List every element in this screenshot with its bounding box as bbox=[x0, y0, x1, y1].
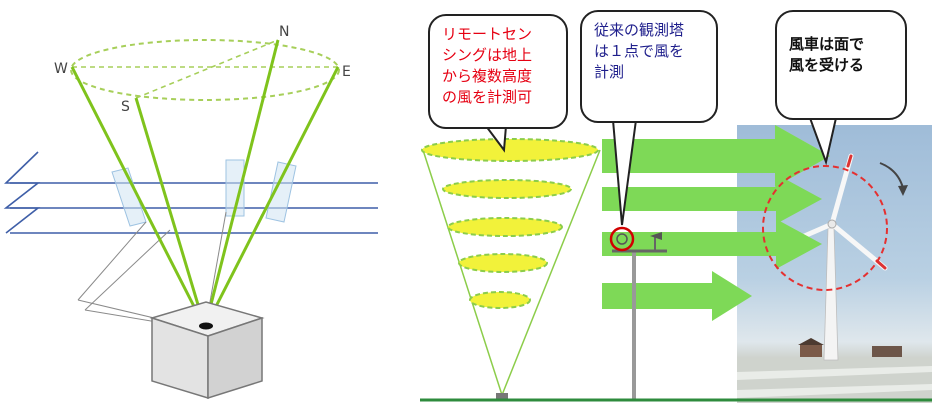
anemometer-icon bbox=[616, 233, 628, 245]
lidar-lens bbox=[199, 322, 213, 330]
rotation-arrow-icon bbox=[879, 162, 904, 189]
lidar-beams bbox=[70, 39, 340, 329]
measurement-point-marker bbox=[609, 226, 635, 252]
altitude-ellipse-1 bbox=[421, 138, 599, 162]
wind-arrow-1 bbox=[602, 125, 830, 187]
altitude-ellipse-5 bbox=[469, 291, 531, 309]
lidar-scan-diagram: N E S W bbox=[3, 24, 378, 400]
beam-east bbox=[203, 66, 340, 329]
lidar-device bbox=[149, 301, 265, 400]
probe-volumes bbox=[111, 159, 297, 227]
remote-sensing-line-2: シングは地上 bbox=[442, 46, 533, 64]
turbine-photo-details bbox=[737, 153, 932, 403]
wind-arrow-4 bbox=[602, 271, 752, 321]
compass-east-label: E bbox=[342, 64, 351, 80]
probe-volume-3 bbox=[265, 161, 297, 223]
met-mast bbox=[609, 226, 667, 399]
turbine-line-2: 風を受ける bbox=[789, 56, 865, 74]
met-mast-line-3: 計測 bbox=[594, 63, 625, 81]
compass-west-label: W bbox=[54, 61, 68, 77]
compass-north-label: N bbox=[279, 24, 289, 40]
met-mast-line-2: は１点で風を bbox=[594, 42, 685, 60]
remote-sensing-line-1: リモートセン bbox=[442, 25, 533, 43]
met-mast-line-1: 従来の観測塔 bbox=[594, 21, 685, 39]
wind-arrow-2 bbox=[602, 174, 822, 224]
altitude-ellipse-4 bbox=[458, 253, 548, 273]
layer-zigzag bbox=[3, 151, 41, 234]
sensor-base bbox=[496, 393, 508, 401]
compass-south-label: S bbox=[121, 99, 130, 115]
wind-arrows bbox=[602, 125, 830, 321]
altitude-ellipse-3 bbox=[447, 217, 563, 237]
altitude-ellipse-2 bbox=[442, 179, 572, 199]
probe-volume-2 bbox=[225, 159, 245, 217]
met-mast-bubble: 従来の観測塔 は１点で風を 計測 bbox=[580, 10, 718, 123]
scan-diameter-ns bbox=[135, 39, 279, 99]
wind-vane-icon bbox=[650, 232, 662, 240]
measurement-layers bbox=[3, 151, 378, 234]
beam-west bbox=[70, 66, 207, 329]
rotor-swept-area bbox=[762, 165, 888, 291]
remote-sensing-line-4: の風を計測可 bbox=[442, 88, 533, 106]
turbine-bubble: 風車は面で 風を受ける bbox=[775, 10, 907, 120]
remote-sensing-line-3: から複数高度 bbox=[442, 67, 533, 85]
wind-arrow-3 bbox=[602, 219, 822, 269]
beam-north bbox=[203, 39, 280, 329]
turbine-line-1: 風車は面で bbox=[789, 35, 865, 53]
remote-sensing-bubble: リモートセン シングは地上 から複数高度 の風を計測可 bbox=[428, 14, 568, 129]
beam-south bbox=[134, 97, 207, 329]
scan-ellipse bbox=[70, 39, 340, 101]
remote-sensing-cone bbox=[421, 138, 601, 401]
